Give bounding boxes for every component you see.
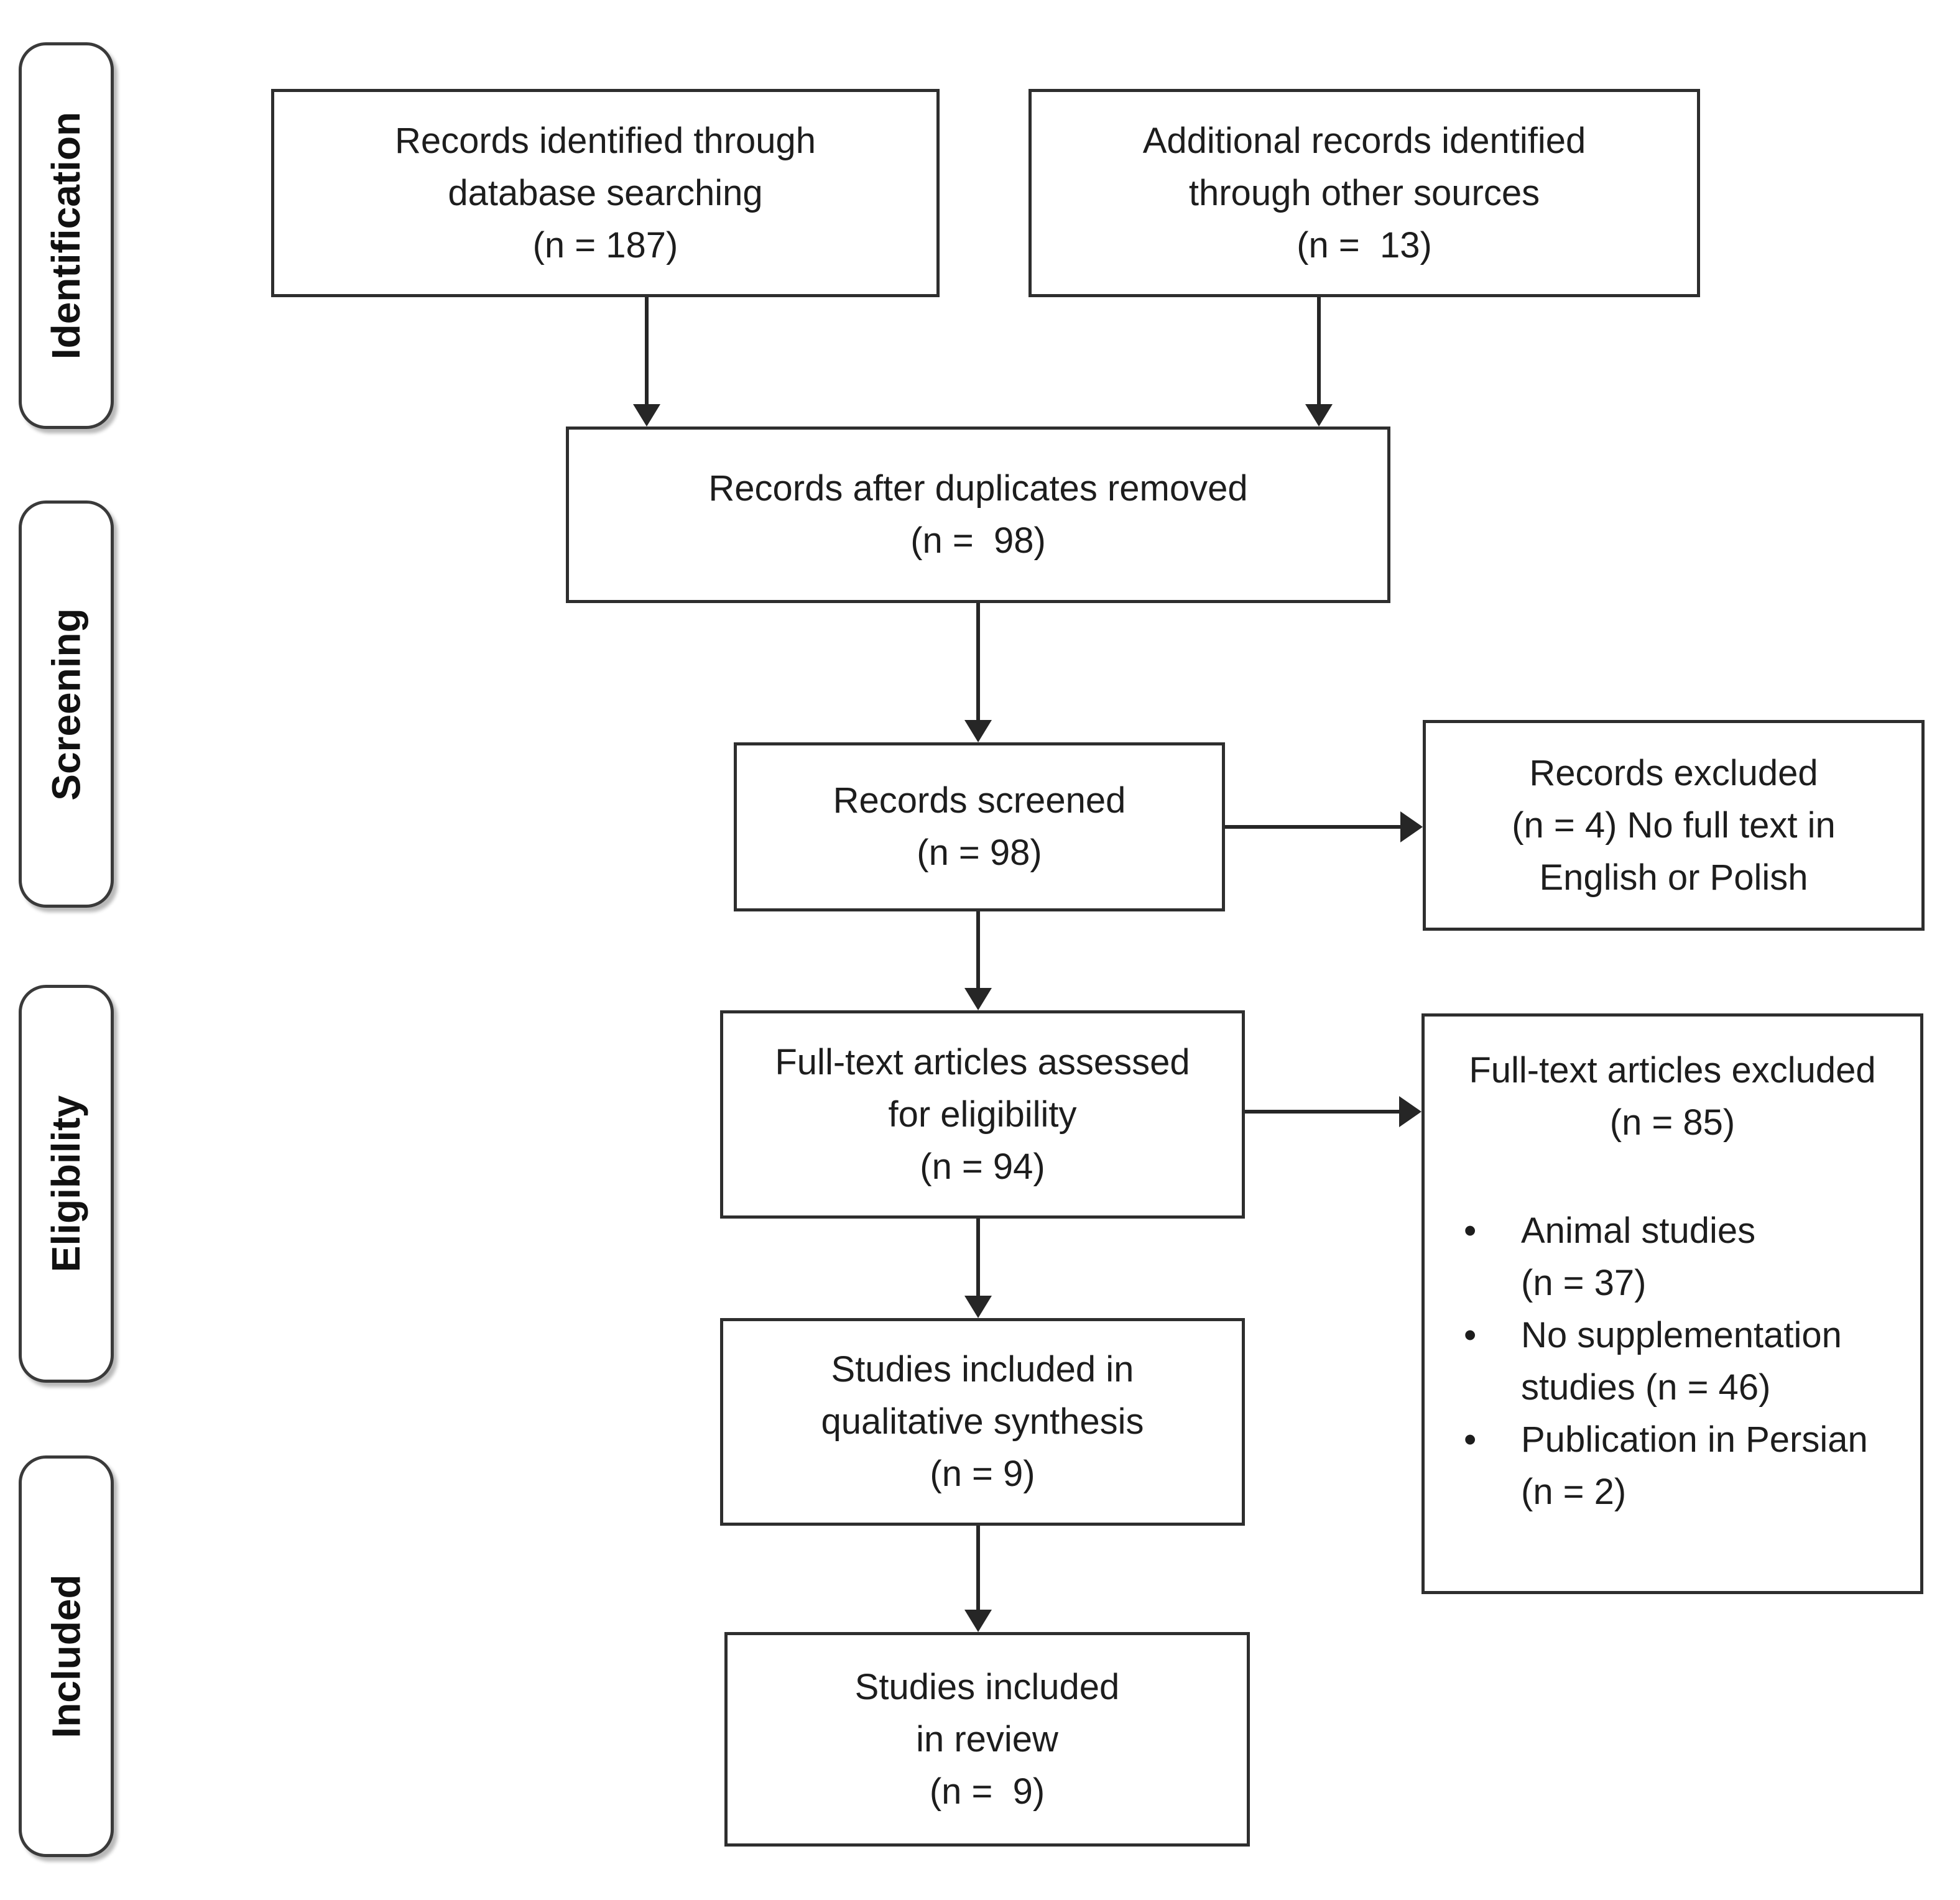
box-text-line: for eligibility — [888, 1094, 1077, 1135]
arrow-additional-to-deduplicated-shaft — [1317, 297, 1321, 404]
box-text-line: English or Polish — [1539, 857, 1808, 898]
arrow-qualitative-to-review-shaft — [976, 1526, 980, 1610]
bullet-icon: • — [1464, 1315, 1477, 1355]
box-records-excluded: Records excluded (n = 4) No full text in… — [1423, 720, 1925, 931]
box-duplicates-removed: Records after duplicates removed (n = 98… — [566, 427, 1390, 603]
bullet-text: Publication in Persian (n = 2) — [1521, 1414, 1868, 1518]
box-fulltext-excluded: Full-text articles excluded (n = 85) • A… — [1421, 1013, 1923, 1594]
bullet-text: No supplementation studies (n = 46) — [1521, 1309, 1842, 1414]
box-text-line: qualitative synthesis — [821, 1401, 1144, 1442]
box-text-line: in review — [916, 1718, 1058, 1759]
stage-label-identification: Identification — [19, 42, 114, 429]
box-text-line: No supplementation — [1521, 1315, 1842, 1355]
box-text-line: Records screened — [833, 780, 1126, 821]
box-text-line: Studies included — [854, 1666, 1120, 1707]
box-text-line: (n = 85) — [1609, 1102, 1736, 1143]
box-text-line: Records after duplicates removed — [708, 468, 1248, 509]
box-text-line: database searching — [448, 172, 763, 213]
box-text-line: Animal studies — [1521, 1211, 1756, 1251]
bullet-icon: • — [1464, 1419, 1477, 1460]
box-qualitative-synthesis: Studies included in qualitative synthesi… — [720, 1318, 1245, 1526]
box-text-line: Records excluded — [1529, 752, 1818, 793]
exclusion-reasons-list: • Animal studies (n = 37) • No supplemen… — [1425, 1205, 1920, 1518]
box-text-line: (n = 37) — [1521, 1263, 1647, 1303]
box-text-line: Full-text articles excluded — [1469, 1050, 1876, 1091]
box-text-line: (n = 2) — [1521, 1472, 1627, 1512]
box-text-line: Studies included in — [831, 1349, 1134, 1390]
box-text-line: Publication in Persian — [1521, 1419, 1868, 1460]
arrow-identified-to-deduplicated-shaft — [645, 297, 649, 404]
bullet-icon: • — [1464, 1211, 1477, 1251]
arrow-identified-to-deduplicated-head — [633, 404, 660, 427]
stage-label-text: Screening — [44, 607, 89, 801]
box-text-line: Additional records identified — [1142, 120, 1586, 161]
arrow-deduplicated-to-screened-head — [964, 720, 992, 742]
arrow-assessed-to-ftexcluded-shaft — [1245, 1110, 1399, 1114]
arrow-screened-to-excluded-head — [1400, 811, 1423, 842]
box-text-line: (n = 98) — [917, 832, 1042, 873]
box-text-line: (n = 4) No full text in — [1512, 805, 1836, 846]
box-text-line: (n = 9) — [929, 1771, 1045, 1812]
arrow-deduplicated-to-screened-shaft — [976, 603, 980, 720]
box-records-screened: Records screened (n = 98) — [734, 742, 1225, 911]
stage-label-eligibility: Eligibility — [19, 985, 114, 1383]
arrow-screened-to-assessed-head — [964, 988, 992, 1010]
box-text-line: studies (n = 46) — [1521, 1367, 1771, 1408]
arrow-additional-to-deduplicated-head — [1305, 404, 1333, 427]
arrow-screened-to-assessed-shaft — [976, 911, 980, 988]
list-item: • Animal studies (n = 37) — [1459, 1205, 1755, 1309]
box-text-line: Full-text articles assessed — [775, 1041, 1190, 1082]
stage-label-screening: Screening — [19, 500, 114, 908]
box-text-line: (n = 9) — [930, 1454, 1035, 1494]
box-additional-records: Additional records identified through ot… — [1029, 89, 1700, 297]
arrow-assessed-to-qualitative-shaft — [976, 1219, 980, 1296]
list-item: • Publication in Persian (n = 2) — [1459, 1414, 1868, 1518]
stage-label-included: Included — [19, 1455, 114, 1857]
stage-label-text: Identification — [44, 111, 89, 360]
box-fulltext-assessed: Full-text articles assessed for eligibil… — [720, 1010, 1245, 1219]
box-text-line: through other sources — [1188, 172, 1540, 213]
arrow-assessed-to-qualitative-head — [964, 1296, 992, 1318]
box-text-line: (n = 94) — [920, 1146, 1045, 1187]
arrow-screened-to-excluded-shaft — [1225, 825, 1400, 829]
stage-label-text: Eligibility — [44, 1095, 89, 1273]
stage-label-text: Included — [44, 1574, 89, 1738]
arrow-assessed-to-ftexcluded-head — [1399, 1096, 1421, 1127]
box-text-line: (n = 98) — [910, 520, 1046, 561]
arrow-qualitative-to-review-head — [964, 1610, 992, 1632]
box-records-identified: Records identified through database sear… — [271, 89, 940, 297]
bullet-text: Animal studies (n = 37) — [1521, 1205, 1755, 1309]
box-text-line: (n = 13) — [1297, 224, 1432, 265]
box-included-review: Studies included in review (n = 9) — [724, 1632, 1250, 1847]
box-text-line: Records identified through — [394, 120, 816, 161]
list-item: • No supplementation studies (n = 46) — [1459, 1309, 1842, 1414]
box-text-line: (n = 187) — [532, 224, 678, 265]
